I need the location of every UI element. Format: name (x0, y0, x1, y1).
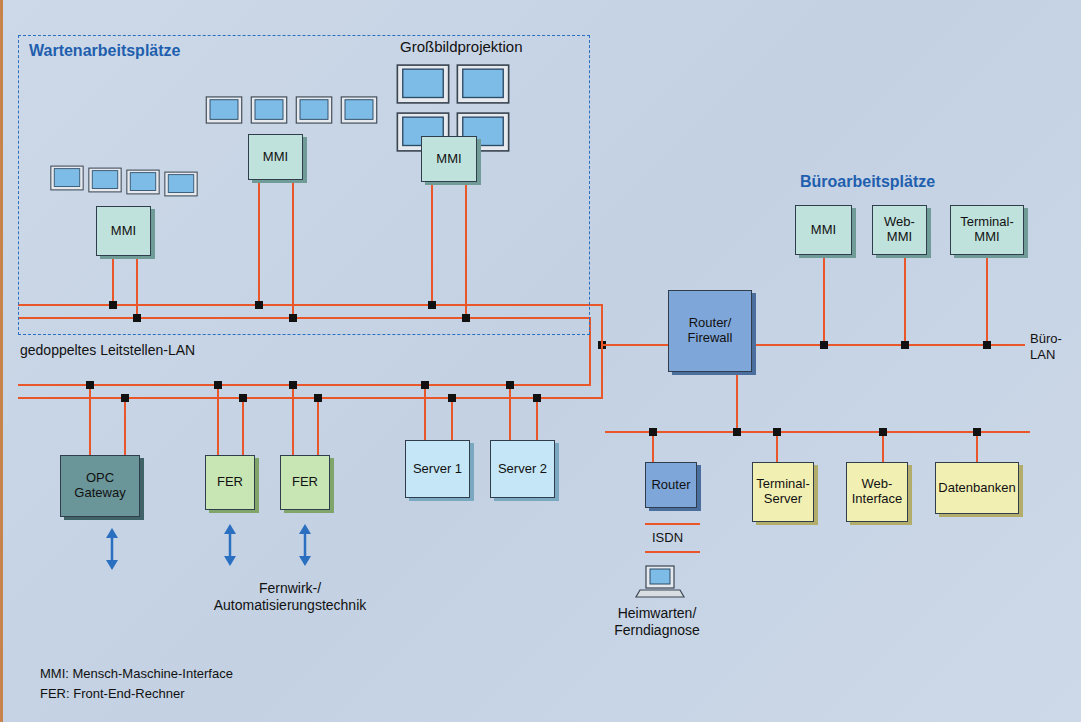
lan-connector (752, 255, 824, 345)
lan-connector (218, 345, 668, 455)
junction (214, 381, 222, 389)
lan-connector (653, 372, 737, 462)
junction (255, 301, 263, 309)
junction (421, 381, 429, 389)
lan-connector (90, 345, 668, 455)
box-label: MMI (111, 224, 136, 239)
box-label: Terminal-Server (756, 477, 809, 507)
box-label: Datenbanken (938, 481, 1015, 496)
mmi-box: MMI (96, 206, 151, 256)
server-box: Server 1 (405, 440, 470, 498)
lan-connector (293, 345, 668, 455)
front-end-box: FER (280, 455, 330, 510)
lan-connector (259, 180, 668, 345)
box-label: Terminal-MMI (955, 215, 1019, 245)
junction (289, 314, 297, 322)
box-label: MMI (263, 150, 288, 165)
front-end-box: FER (205, 455, 255, 510)
junction (314, 394, 322, 402)
junction (649, 428, 657, 436)
lan-connector (425, 345, 668, 440)
router-box: Router (645, 462, 697, 508)
lan-connector (752, 255, 987, 345)
lan-connector (737, 372, 977, 462)
double-arrow (106, 524, 311, 570)
box-label: OPC Gateway (65, 471, 135, 501)
box-label: FER (217, 475, 243, 490)
text-label: ISDN (652, 530, 683, 546)
junction (289, 381, 297, 389)
box-label: Web-MMI (877, 215, 922, 245)
junction (879, 428, 887, 436)
gateway-box: OPC Gateway (60, 455, 140, 517)
server-box: Terminal-Server (752, 462, 814, 522)
junction-group (86, 301, 991, 436)
junction (598, 341, 606, 349)
junction (983, 341, 991, 349)
mmi-box: MMI (248, 134, 303, 180)
lan-connector (737, 372, 777, 462)
router-firewall: Router/ Firewall (668, 290, 752, 372)
database-box: Datenbanken (935, 462, 1019, 514)
junction (133, 314, 141, 322)
text-label: Büroarbeitsplätze (800, 172, 935, 191)
text-label: FER: Front-End-Rechner (40, 686, 185, 702)
box-label: MMI (811, 223, 836, 238)
mmi-box: Terminal-MMI (950, 205, 1024, 255)
lan-connector (752, 255, 905, 345)
junction (901, 341, 909, 349)
junction (773, 428, 781, 436)
junction (121, 394, 129, 402)
box-label: FER (292, 475, 318, 490)
junction (462, 314, 470, 322)
junction (428, 301, 436, 309)
laptop-icon (636, 566, 684, 597)
box-label: Router/ Firewall (673, 316, 747, 346)
edge-stripe (0, 0, 3, 722)
text-label: Großbildprojektion (400, 38, 523, 56)
lan-bus (18, 305, 1030, 552)
junction (533, 394, 541, 402)
junction (820, 341, 828, 349)
junction (239, 394, 247, 402)
lan-connector (510, 345, 668, 440)
junction (506, 381, 514, 389)
server-box: Server 2 (490, 440, 555, 498)
server-box: Web-Interface (846, 462, 908, 522)
text-label: MMI: Mensch-Maschine-Interface (40, 666, 233, 682)
junction (109, 301, 117, 309)
text-label: Büro-LAN (1030, 331, 1074, 362)
lan-connector (113, 256, 668, 345)
mmi-box: MMI (421, 136, 477, 182)
junction (86, 381, 94, 389)
text-label: Heimwarten/ Ferndiagnose (592, 605, 722, 639)
box-label: Web-Interface (851, 477, 903, 507)
lan-connector (432, 182, 668, 345)
workstation-area: WartenarbeitsplätzeMMIMMIMMI (18, 35, 590, 335)
box-label: Server 1 (413, 462, 462, 477)
junction (973, 428, 981, 436)
text-label: Fernwirk-/ Automatisierungstechnik (200, 580, 380, 614)
mmi-box: Web-MMI (872, 205, 927, 255)
box-label: MMI (436, 152, 461, 167)
lan-connector (737, 372, 883, 462)
mmi-box: MMI (795, 205, 852, 255)
junction (448, 394, 456, 402)
monitor-group (51, 65, 509, 196)
box-label: Router (651, 478, 690, 493)
box-label: Server 2 (498, 462, 547, 477)
junction (733, 428, 741, 436)
text-label: gedoppeltes Leitstellen-LAN (20, 342, 195, 359)
